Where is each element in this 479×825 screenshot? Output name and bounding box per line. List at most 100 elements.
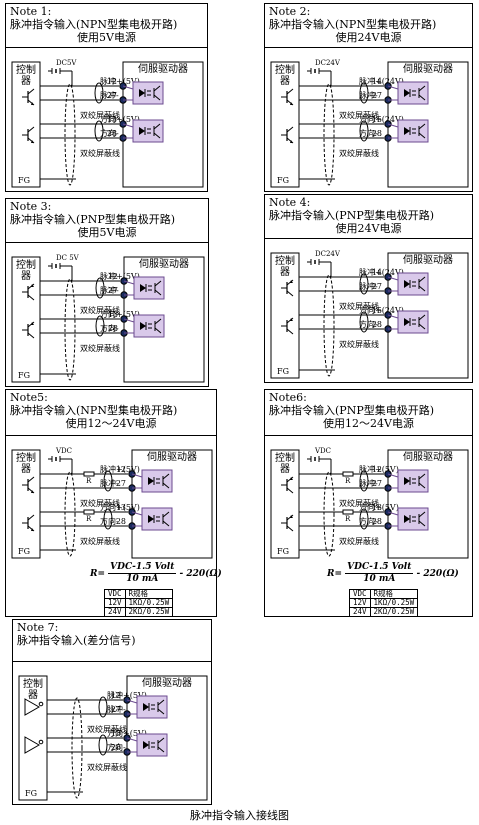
optocoupler <box>397 119 429 143</box>
transistor-collector <box>27 321 35 328</box>
transistor-arrow <box>31 102 34 105</box>
controller-label: 控制 <box>16 258 36 271</box>
shield-label: 双绞屏蔽线 <box>80 343 120 353</box>
phototransistor-emitter <box>418 94 426 101</box>
pin-number: 28 <box>116 517 126 526</box>
signal-label: 脉冲+(5V) <box>359 464 399 474</box>
formula-denominator: 10 mA <box>363 574 396 584</box>
title-line2: 使用12～24V电源 <box>65 417 157 430</box>
shield-label: 双绞屏蔽线 <box>80 110 120 120</box>
driver-bubble <box>38 739 44 745</box>
twisted-pair <box>94 82 104 104</box>
pin-number: 28 <box>108 324 118 333</box>
transistor-collector <box>286 514 294 521</box>
shield-label: 双绞屏蔽线 <box>80 148 120 158</box>
controller-box <box>270 449 300 559</box>
wire <box>387 473 399 478</box>
optocoupler <box>132 119 164 143</box>
wire <box>387 314 399 319</box>
phototransistor-collector <box>418 276 426 283</box>
twisted-pair <box>98 696 108 718</box>
resistor <box>342 471 354 477</box>
driver-bubble <box>38 701 44 707</box>
wire <box>123 318 135 323</box>
transistor-emitter <box>286 525 294 532</box>
signal-label: 脉冲+(5V) <box>100 464 140 474</box>
panel-title: Note 2: 脉冲指令输入(NPN型集电极开路) 使用24V电源 <box>265 4 472 48</box>
fg-label: FG <box>18 176 30 185</box>
servo-drive-box <box>387 449 469 559</box>
note-label: Note 2: <box>269 5 311 18</box>
phototransistor-emitter <box>418 285 426 292</box>
transistor-collector <box>27 514 35 521</box>
transistor-arrow <box>290 280 293 283</box>
resistor-label: R <box>345 477 351 485</box>
transistor-emitter <box>286 290 294 297</box>
signal-label: 方向- <box>100 128 119 138</box>
resistor-label: R <box>86 515 92 523</box>
led-symbol <box>143 703 149 711</box>
transistor-collector <box>286 317 294 324</box>
panel-title: Note 7: 脉冲指令输入(差分信号) <box>13 620 211 662</box>
cable-shield <box>71 697 83 799</box>
wire <box>131 511 143 516</box>
pin-number: 13 <box>111 729 121 738</box>
pin-number: 12 <box>372 465 382 474</box>
transistor-emitter <box>286 487 294 494</box>
pin-number: 27 <box>116 479 126 488</box>
twisted-pair <box>95 277 105 299</box>
led-symbol <box>148 477 154 485</box>
signal-label: 脉冲+(24V) <box>359 76 404 86</box>
optocoupler <box>397 310 429 334</box>
wire <box>387 85 399 90</box>
title-line1: 脉冲指令输入(NPN型集电极开路) <box>10 404 178 417</box>
shield-label: 双绞屏蔽线 <box>80 498 120 508</box>
controller-label: 器 <box>21 270 31 282</box>
led-symbol <box>404 515 410 523</box>
wiring-diagram: 控制器FG伺服驱动器DC24V脉冲+(24V)14脉冲-27方向+(24V)15… <box>270 59 469 188</box>
signal-label: 方向- <box>107 742 126 752</box>
pin-number: 15 <box>372 306 382 315</box>
wiring-diagram: 控制器FG伺服驱动器VDCR脉冲+(5V)12脉冲-27R方向+(5V)13方向… <box>270 447 469 559</box>
optocoupler <box>397 507 429 531</box>
signal-label: 脉冲- <box>100 478 119 488</box>
signal-label: 脉冲+(5V) <box>100 271 140 281</box>
transistor-collector <box>286 126 294 133</box>
wiring-diagram: 控制器FG伺服驱动器脉冲+(5V)12脉冲-27方向+(5V)13方向-28双绞… <box>18 675 208 801</box>
pin-number: 14 <box>372 77 382 86</box>
wire <box>387 123 399 128</box>
resistor <box>342 509 354 515</box>
twisted-pair <box>95 315 105 337</box>
pin-number: 13 <box>116 503 126 512</box>
fg-label: FG <box>25 789 37 798</box>
fg-label: FG <box>277 176 289 185</box>
title-line1: 脉冲指令输入(NPN型集电极开路) <box>269 18 437 31</box>
pin-number: 13 <box>372 503 382 512</box>
title-line2: 使用5V电源 <box>77 31 136 44</box>
power-source-label: DC 5V <box>56 254 80 262</box>
shield-label: 双绞屏蔽线 <box>87 724 127 734</box>
optocoupler <box>141 507 173 531</box>
phototransistor-collector <box>153 85 161 92</box>
transistor-collector <box>286 476 294 483</box>
wire <box>131 473 143 478</box>
cable-shield <box>64 83 76 186</box>
fg-label: FG <box>277 547 289 556</box>
note-label: Note 4: <box>269 196 311 209</box>
pin-number: 13 <box>108 310 118 319</box>
signal-label: 方向- <box>359 128 378 138</box>
servo-label: 伺服驱动器 <box>142 676 192 689</box>
transistor-arrow <box>290 102 293 105</box>
panel-title: Note 3: 脉冲指令输入(PNP型集电极开路) 使用5V电源 <box>6 199 208 243</box>
wire <box>123 280 135 285</box>
transistor-arrow <box>290 318 293 321</box>
twisted-pair <box>103 508 113 530</box>
optocoupler <box>141 469 173 493</box>
twisted-pair <box>103 470 113 492</box>
